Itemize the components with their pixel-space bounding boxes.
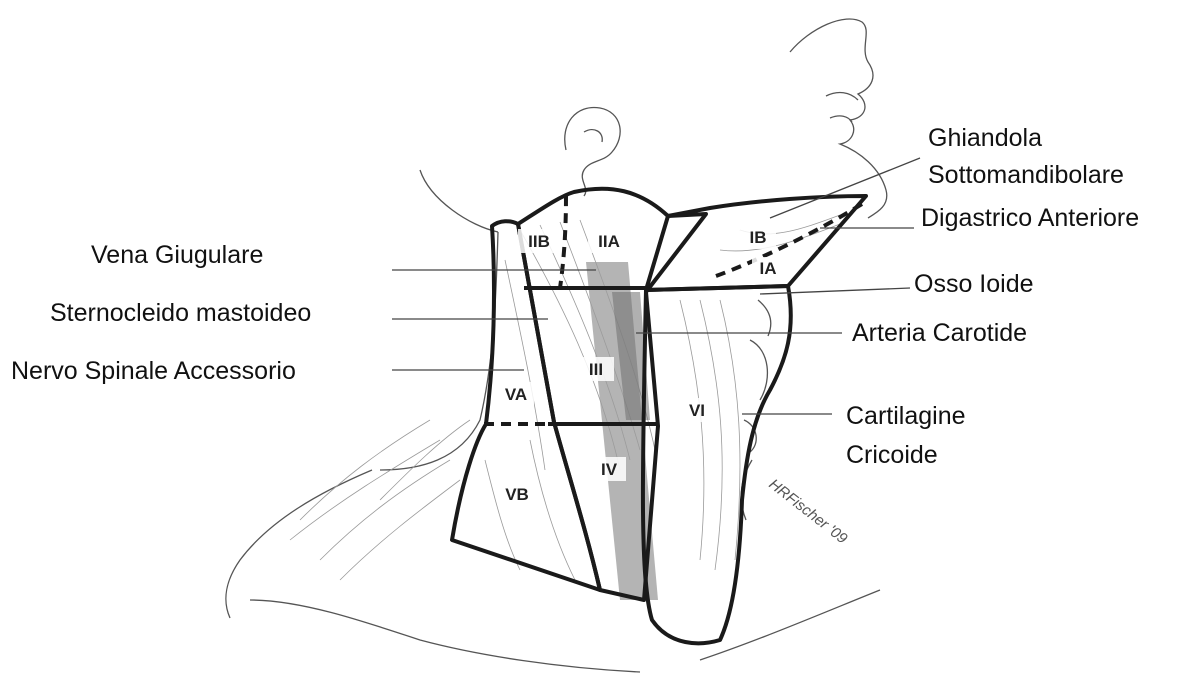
- callout-labels: Vena Giugulare Sternocleido mastoideo Ne…: [11, 124, 1139, 469]
- leader-osso-ioide: [760, 288, 910, 294]
- level-vb: VB: [505, 485, 529, 504]
- label-cartilagine-line1: Cartilagine: [846, 402, 966, 430]
- level-va: VA: [505, 385, 527, 404]
- label-vena-giugulare: Vena Giugulare: [91, 241, 263, 269]
- level-iv: IV: [601, 460, 618, 479]
- label-arteria-carotide: Arteria Carotide: [852, 319, 1027, 347]
- level-ib: IB: [750, 228, 767, 247]
- label-ghiandola-line1: Ghiandola: [928, 124, 1042, 152]
- level-iia: IIA: [598, 232, 620, 251]
- label-nervo-spinale-accessorio: Nervo Spinale Accessorio: [11, 357, 296, 385]
- label-osso-ioide: Osso Ioide: [914, 270, 1034, 298]
- level-iii: III: [589, 360, 603, 379]
- level-ia: IA: [760, 259, 777, 278]
- label-ghiandola-line2: Sottomandibolare: [928, 161, 1124, 189]
- label-cartilagine-line2: Cricoide: [846, 441, 938, 469]
- leader-ghiandola: [770, 158, 920, 218]
- artist-signature: HRFischer '09: [766, 476, 851, 548]
- label-digastrico-anteriore: Digastrico Anteriore: [921, 204, 1139, 232]
- level-vi: VI: [689, 401, 705, 420]
- level-zone-borders: [452, 189, 866, 644]
- level-iib: IIB: [528, 232, 550, 251]
- label-sternocleido-mastoideo: Sternocleido mastoideo: [50, 299, 311, 327]
